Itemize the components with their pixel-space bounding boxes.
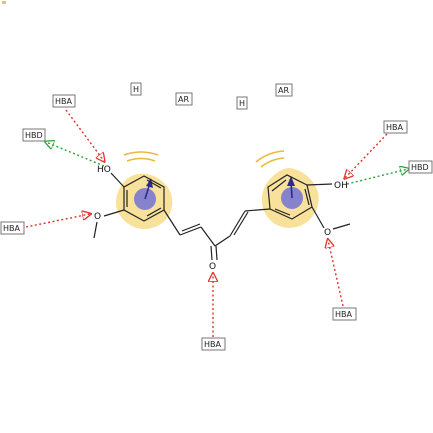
hba-line-top-left xyxy=(65,109,104,161)
atom-label-right-ome: O xyxy=(324,228,331,238)
svg-text:HBA: HBA xyxy=(3,224,21,233)
atom-label-left-ome: O xyxy=(94,212,101,222)
feature-label-ar-1: AR xyxy=(175,92,193,106)
hba-line-left xyxy=(25,214,90,228)
feature-label-hbd-right: HBD xyxy=(408,160,433,174)
svg-text:HBD: HBD xyxy=(411,163,429,172)
feature-label-hba-left: HBA xyxy=(0,221,25,235)
corner-mark xyxy=(2,1,6,4)
hydrophobic-arcs-right xyxy=(255,150,285,168)
hbd-line-left xyxy=(46,142,105,167)
atom-label-right-oh: OH xyxy=(334,181,348,191)
svg-text:HBA: HBA xyxy=(335,310,353,319)
feature-label-ar-2: AR xyxy=(275,83,293,97)
interaction-lines xyxy=(25,109,408,337)
svg-text:HBA: HBA xyxy=(55,97,73,106)
feature-label-hba-top-left: HBA xyxy=(52,94,76,108)
feature-label-h-2: H xyxy=(236,96,248,110)
hba-line-top-right xyxy=(345,133,388,178)
feature-label-hbd-left: HBD xyxy=(22,128,46,142)
aromatic-normal-right xyxy=(287,176,295,199)
svg-text:AR: AR xyxy=(178,95,189,104)
hba-line-bottom-right xyxy=(328,240,344,307)
svg-text:H: H xyxy=(133,85,139,94)
hydrophobic-arcs-left xyxy=(123,151,159,162)
svg-text:H: H xyxy=(239,99,245,108)
svg-text:HBA: HBA xyxy=(386,123,404,132)
atom-label-left-oh: HO xyxy=(97,165,111,175)
feature-label-hba-bottom-right: HBA xyxy=(332,307,357,321)
svg-text:AR: AR xyxy=(278,86,289,95)
feature-label-hba-top-right: HBA xyxy=(383,120,408,134)
hbd-line-right xyxy=(346,169,408,185)
svg-text:HBD: HBD xyxy=(25,131,43,140)
molecule-bonds xyxy=(93,172,351,261)
atom-label-carbonyl: O xyxy=(209,262,216,272)
svg-text:HBA: HBA xyxy=(204,340,222,349)
feature-label-hba-bottom: HBA xyxy=(201,337,226,351)
feature-label-h-1: H xyxy=(130,82,142,96)
